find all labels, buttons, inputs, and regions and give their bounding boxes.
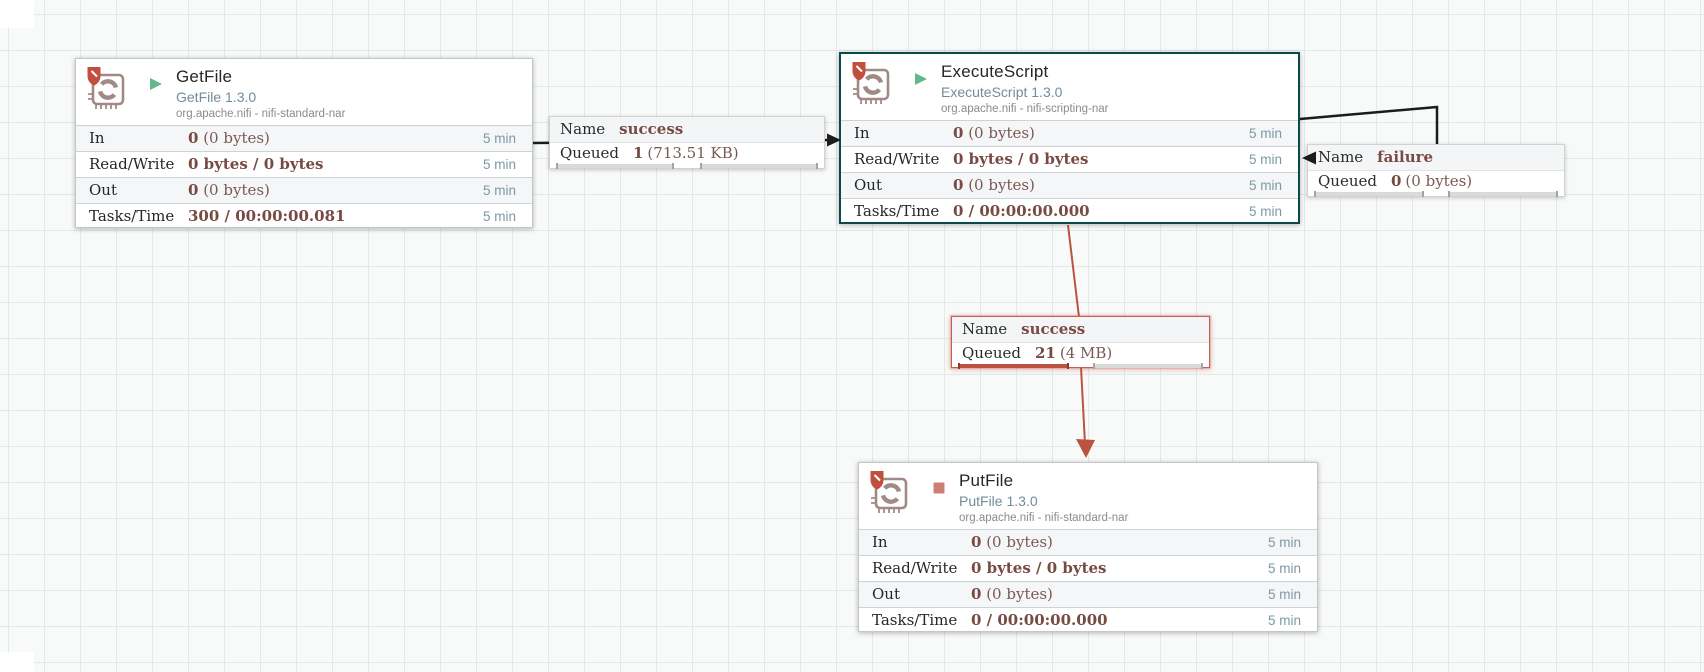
processor-bundle: org.apache.nifi - nifi-standard-nar: [176, 108, 346, 120]
restricted-shield-icon: [87, 67, 101, 86]
backpressure-object-bar: [1314, 191, 1425, 197]
running-state-icon: [150, 78, 162, 90]
backpressure-bars: [952, 363, 1209, 369]
processor-getfile[interactable]: GetFile GetFile 1.3.0 org.apache.nifi - …: [75, 58, 533, 228]
stat-row-tasks: Tasks/Time 300 / 00:00:00.081 5 min: [76, 203, 532, 229]
connection-name-value: success: [1021, 320, 1086, 338]
connection-queued-size: (0 bytes): [1405, 172, 1473, 190]
stat-row-out: Out 0 (0 bytes) 5 min: [76, 177, 532, 203]
connection-queued-size: (4 MB): [1059, 344, 1113, 362]
processor-type-version: GetFile 1.3.0: [176, 89, 257, 105]
stat-row-in: In 0 (0 bytes) 5 min: [859, 529, 1317, 555]
stat-row-out: Out 0 (0 bytes) 5 min: [859, 581, 1317, 607]
processor-type-version: PutFile 1.3.0: [959, 493, 1038, 509]
processor-executescript[interactable]: ExecuteScript ExecuteScript 1.3.0 org.ap…: [839, 52, 1300, 224]
connection-queued-label: Queued: [1318, 172, 1377, 190]
connection-queued-label: Queued: [962, 344, 1021, 362]
connection-queued-label: Queued: [560, 144, 619, 162]
connection-queued-count: 1: [632, 144, 644, 162]
stat-row-tasks: Tasks/Time 0 / 00:00:00.000 5 min: [841, 198, 1298, 224]
processor-chip-icon: [870, 471, 908, 513]
backpressure-size-bar: [1447, 191, 1559, 197]
stat-row-readwrite: Read/Write 0 bytes / 0 bytes 5 min: [859, 555, 1317, 581]
connection-label-failure[interactable]: Name failure Queued 0(0 bytes): [1307, 144, 1565, 197]
processor-title: ExecuteScript: [941, 62, 1049, 81]
backpressure-object-bar: [556, 163, 674, 169]
connection-name-label: Name: [560, 120, 606, 138]
backpressure-size-bar: [700, 163, 818, 169]
running-state-icon: [915, 73, 927, 85]
processor-putfile-header: PutFile PutFile 1.3.0 org.apache.nifi - …: [859, 463, 1317, 529]
processor-title: PutFile: [959, 471, 1014, 490]
processor-chip-icon: [852, 62, 890, 104]
connection-label-success-putfile[interactable]: Name success Queued 21(4 MB): [951, 316, 1210, 369]
backpressure-object-bar-full: [958, 363, 1069, 369]
connection-name-label: Name: [962, 320, 1008, 338]
backpressure-size-bar: [1092, 363, 1203, 369]
stat-row-readwrite: Read/Write 0 bytes / 0 bytes 5 min: [841, 146, 1298, 172]
restricted-shield-icon: [870, 471, 884, 490]
stopped-state-icon: [933, 482, 945, 494]
stat-row-in: In 0 (0 bytes) 5 min: [841, 120, 1298, 146]
canvas-corner-overlay-bottom: [0, 652, 34, 672]
processor-executescript-header: ExecuteScript ExecuteScript 1.3.0 org.ap…: [841, 54, 1298, 120]
processor-chip-icon: [87, 67, 125, 109]
connection-name-value: failure: [1377, 148, 1434, 166]
processor-title: GetFile: [176, 67, 233, 86]
processor-bundle: org.apache.nifi - nifi-standard-nar: [959, 512, 1129, 524]
stat-row-in: In 0 (0 bytes) 5 min: [76, 125, 532, 151]
processor-getfile-header: GetFile GetFile 1.3.0 org.apache.nifi - …: [76, 59, 532, 125]
connection-queued-count: 21: [1034, 344, 1056, 362]
backpressure-bars: [1308, 191, 1564, 197]
connection-label-success-getfile[interactable]: Name success Queued 1(713.51 KB): [549, 116, 825, 169]
restricted-shield-icon: [852, 62, 866, 81]
stat-row-tasks: Tasks/Time 0 / 00:00:00.000 5 min: [859, 607, 1317, 633]
processor-putfile[interactable]: PutFile PutFile 1.3.0 org.apache.nifi - …: [858, 462, 1318, 632]
canvas-corner-overlay-top: [0, 0, 34, 28]
connection-name-value: success: [619, 120, 684, 138]
processor-bundle: org.apache.nifi - nifi-scripting-nar: [941, 103, 1109, 115]
processor-type-version: ExecuteScript 1.3.0: [941, 84, 1063, 100]
stat-row-out: Out 0 (0 bytes) 5 min: [841, 172, 1298, 198]
stat-row-readwrite: Read/Write 0 bytes / 0 bytes 5 min: [76, 151, 532, 177]
connection-queued-count: 0: [1390, 172, 1402, 190]
connection-queued-size: (713.51 KB): [647, 144, 739, 162]
connection-name-label: Name: [1318, 148, 1364, 166]
backpressure-bars: [550, 163, 824, 169]
